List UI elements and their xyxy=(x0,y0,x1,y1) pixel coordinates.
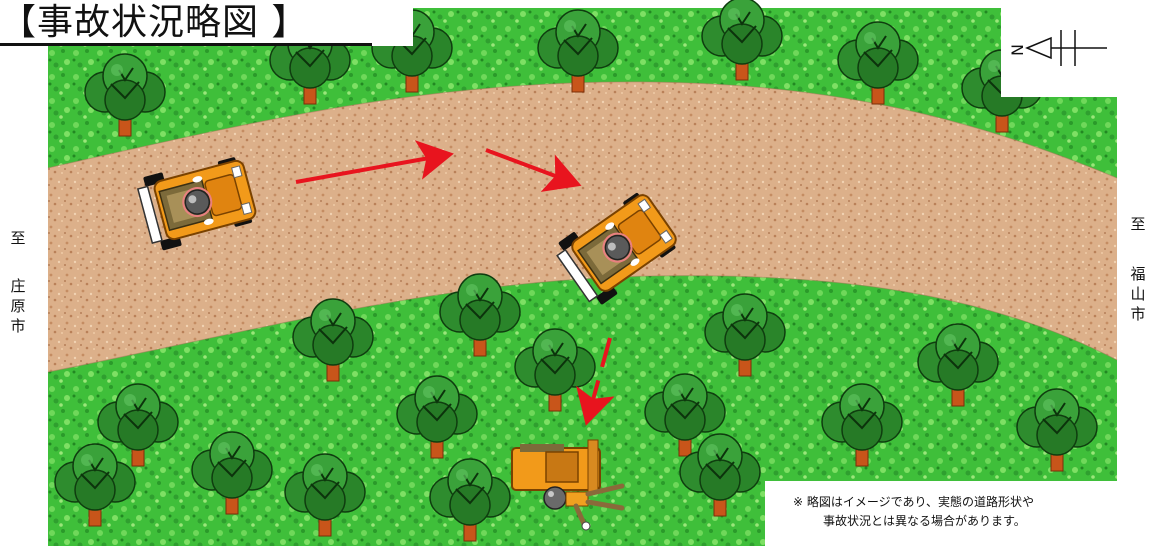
note-line-2: 事故状況とは異なる場合があります。 xyxy=(823,512,1026,531)
compass-letter: N xyxy=(1008,44,1027,56)
compass-box: N xyxy=(1001,0,1154,97)
page-title: 【事故状況略図 】 xyxy=(0,0,413,46)
north-arrow-icon: N xyxy=(1001,0,1154,97)
left-direction-marker: 至 xyxy=(6,228,30,248)
right-direction-place: 福山市 xyxy=(1126,264,1150,324)
disclaimer-note: ※ 略図はイメージであり、実態の道路形状や 事故状況とは異なる場合があります。 xyxy=(765,481,1154,546)
title-text: 【事故状況略図 】 xyxy=(0,2,308,43)
note-line-1: ※ 略図はイメージであり、実態の道路形状や xyxy=(793,493,1034,512)
title-underline xyxy=(0,43,372,46)
left-direction-place: 庄原市 xyxy=(6,276,30,336)
right-direction-marker: 至 xyxy=(1126,214,1150,234)
